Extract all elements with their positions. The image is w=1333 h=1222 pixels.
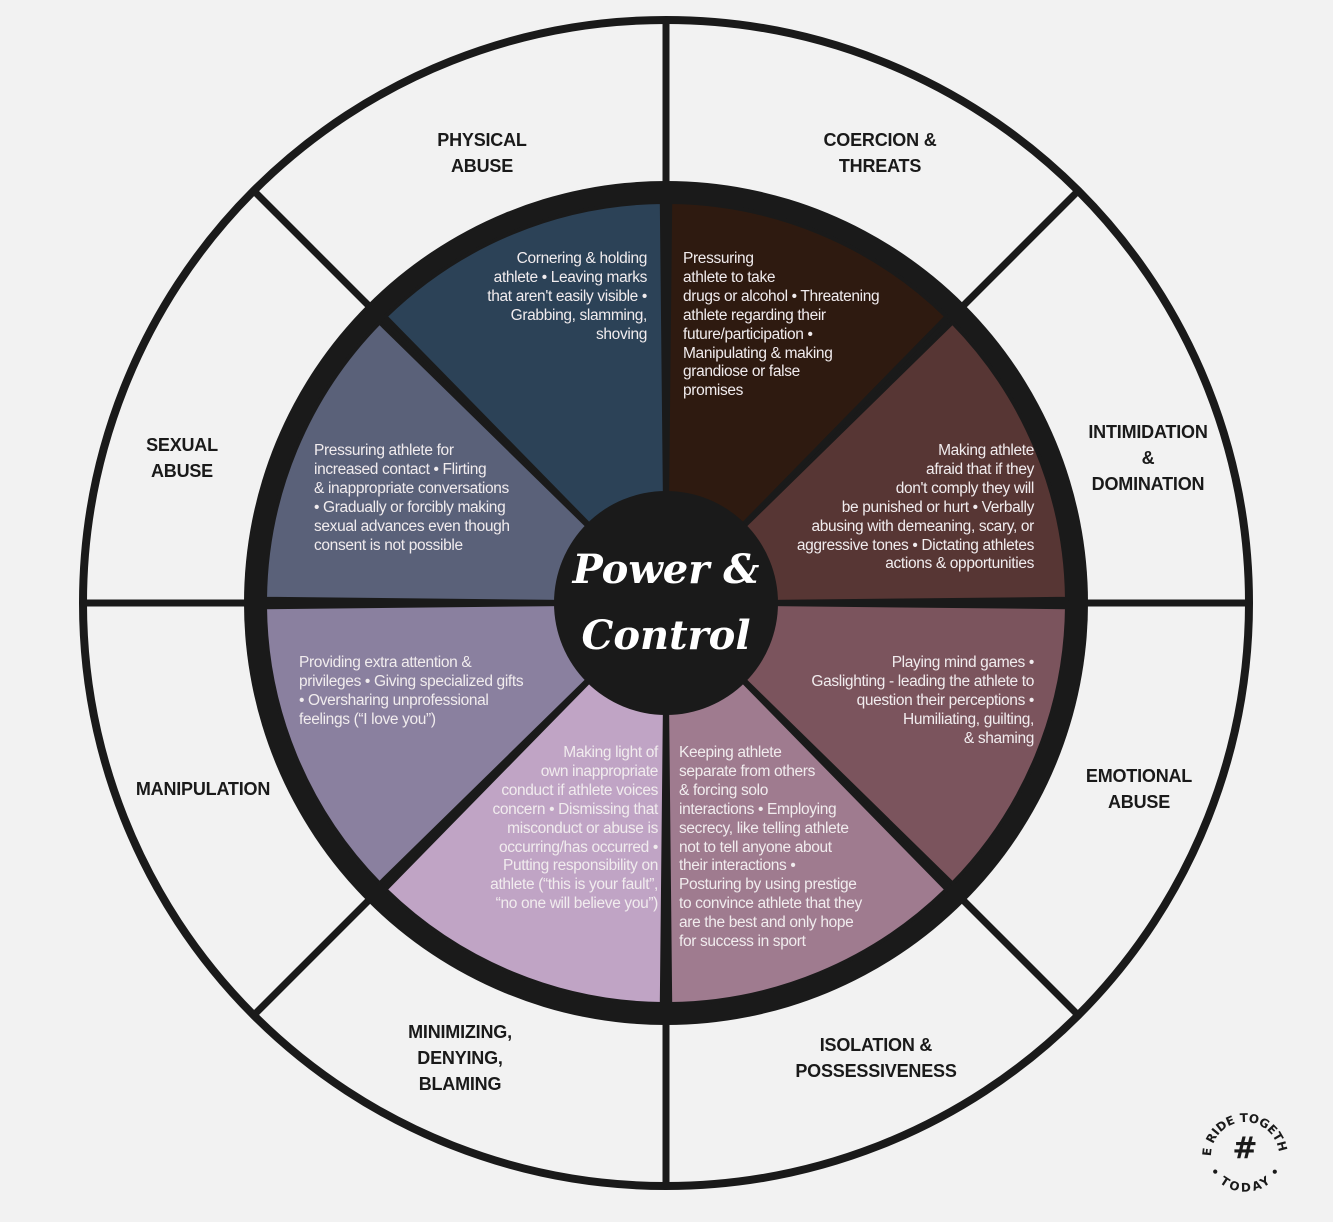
desc-intimidation-domination: Making athlete afraid that if they don't… <box>796 442 1035 573</box>
wedge-manipulation <box>263 600 671 887</box>
desc-isolation-possessiveness: Keeping athlete separate from others & f… <box>679 744 862 951</box>
desc-emotional-abuse: Playing mind games • Gaslighting - leadi… <box>811 654 1034 747</box>
svg-text:• TODAY •: • TODAY • <box>1207 1165 1283 1195</box>
wedge-sexual-abuse <box>263 319 671 606</box>
label-isolation-possessiveness: ISOLATION & POSSESSIVENESS <box>795 1035 957 1081</box>
center-title: Power & Control <box>572 546 760 659</box>
desc-minimizing-denying-blaming: Making light of own inappropriate conduc… <box>490 744 658 913</box>
divider-line <box>960 897 1081 1018</box>
desc-physical-abuse: Cornering & holding athlete • Leaving ma… <box>487 250 647 343</box>
wedge-intimidation-domination <box>661 319 1070 606</box>
divider-line <box>960 188 1081 309</box>
divider-line <box>251 188 372 309</box>
wedge-minimizing-denying-blaming <box>382 598 669 1007</box>
label-emotional-abuse: EMOTIONAL ABUSE <box>1085 766 1193 812</box>
wedges <box>263 200 1070 1007</box>
label-manipulation: MANIPULATION <box>135 779 271 799</box>
label-physical-abuse: PHYSICAL ABUSE <box>437 130 527 176</box>
hashtag-icon: # <box>1232 1131 1257 1166</box>
label-coercion-threats: COERCION & THREATS <box>823 130 937 176</box>
desc-manipulation: Providing extra attention & privileges •… <box>299 654 524 728</box>
desc-coercion-threats: Pressuring athlete to take drugs or alco… <box>683 250 880 400</box>
label-minimizing-denying-blaming: MINIMIZING, DENYING, BLAMING <box>408 1022 512 1094</box>
divider-line <box>251 897 372 1018</box>
outer-dividers <box>83 20 1249 1186</box>
wedge-emotional-abuse <box>661 600 1070 887</box>
label-sexual-abuse: SEXUAL ABUSE <box>146 435 218 481</box>
label-intimidation-domination: INTIMIDATION & DOMINATION <box>1088 422 1208 494</box>
wedge-physical-abuse <box>382 200 669 608</box>
center-circle <box>554 491 778 715</box>
wedge-isolation-possessiveness <box>663 598 950 1007</box>
desc-sexual-abuse: Pressuring athlete for increased contact… <box>314 442 510 554</box>
we-ride-together-logo: WE RIDE TOGETHER • TODAY • # <box>1195 1100 1290 1195</box>
wedge-coercion-threats <box>663 200 950 608</box>
